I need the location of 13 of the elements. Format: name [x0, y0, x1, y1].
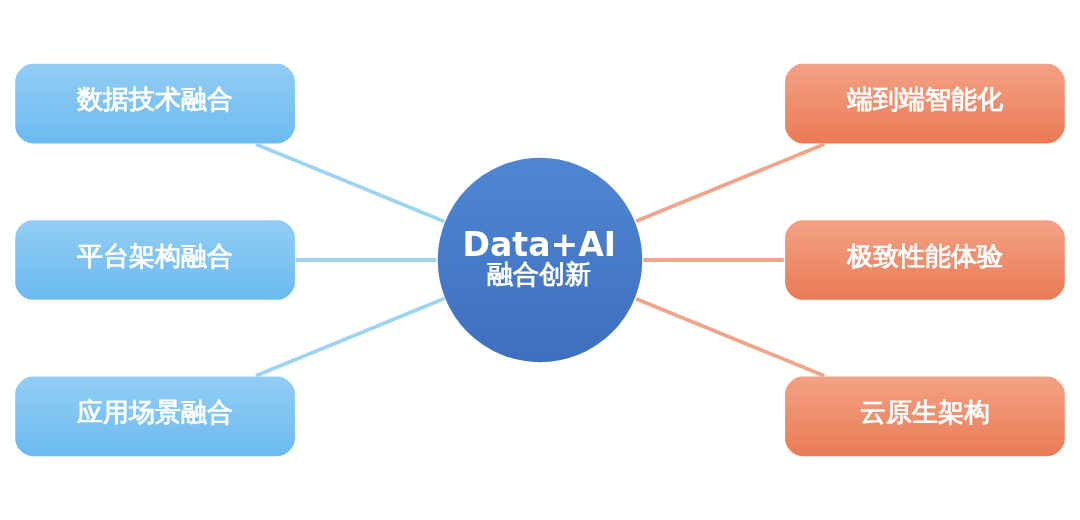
node-box: 应用场景融合	[13, 375, 297, 458]
connector	[643, 258, 784, 262]
connector	[255, 296, 445, 378]
connector	[255, 142, 445, 224]
connector	[635, 142, 825, 224]
node-box: 端到端智能化	[783, 62, 1067, 145]
node-box: 平台架构融合	[13, 218, 297, 302]
connector	[635, 296, 825, 378]
node-box: 云原生架构	[783, 375, 1067, 458]
connector	[296, 258, 437, 262]
node-box: 数据技术融合	[13, 62, 297, 145]
node-box: 极致性能体验	[783, 218, 1067, 302]
node-circle: Data+AI 融合创新	[436, 156, 644, 364]
